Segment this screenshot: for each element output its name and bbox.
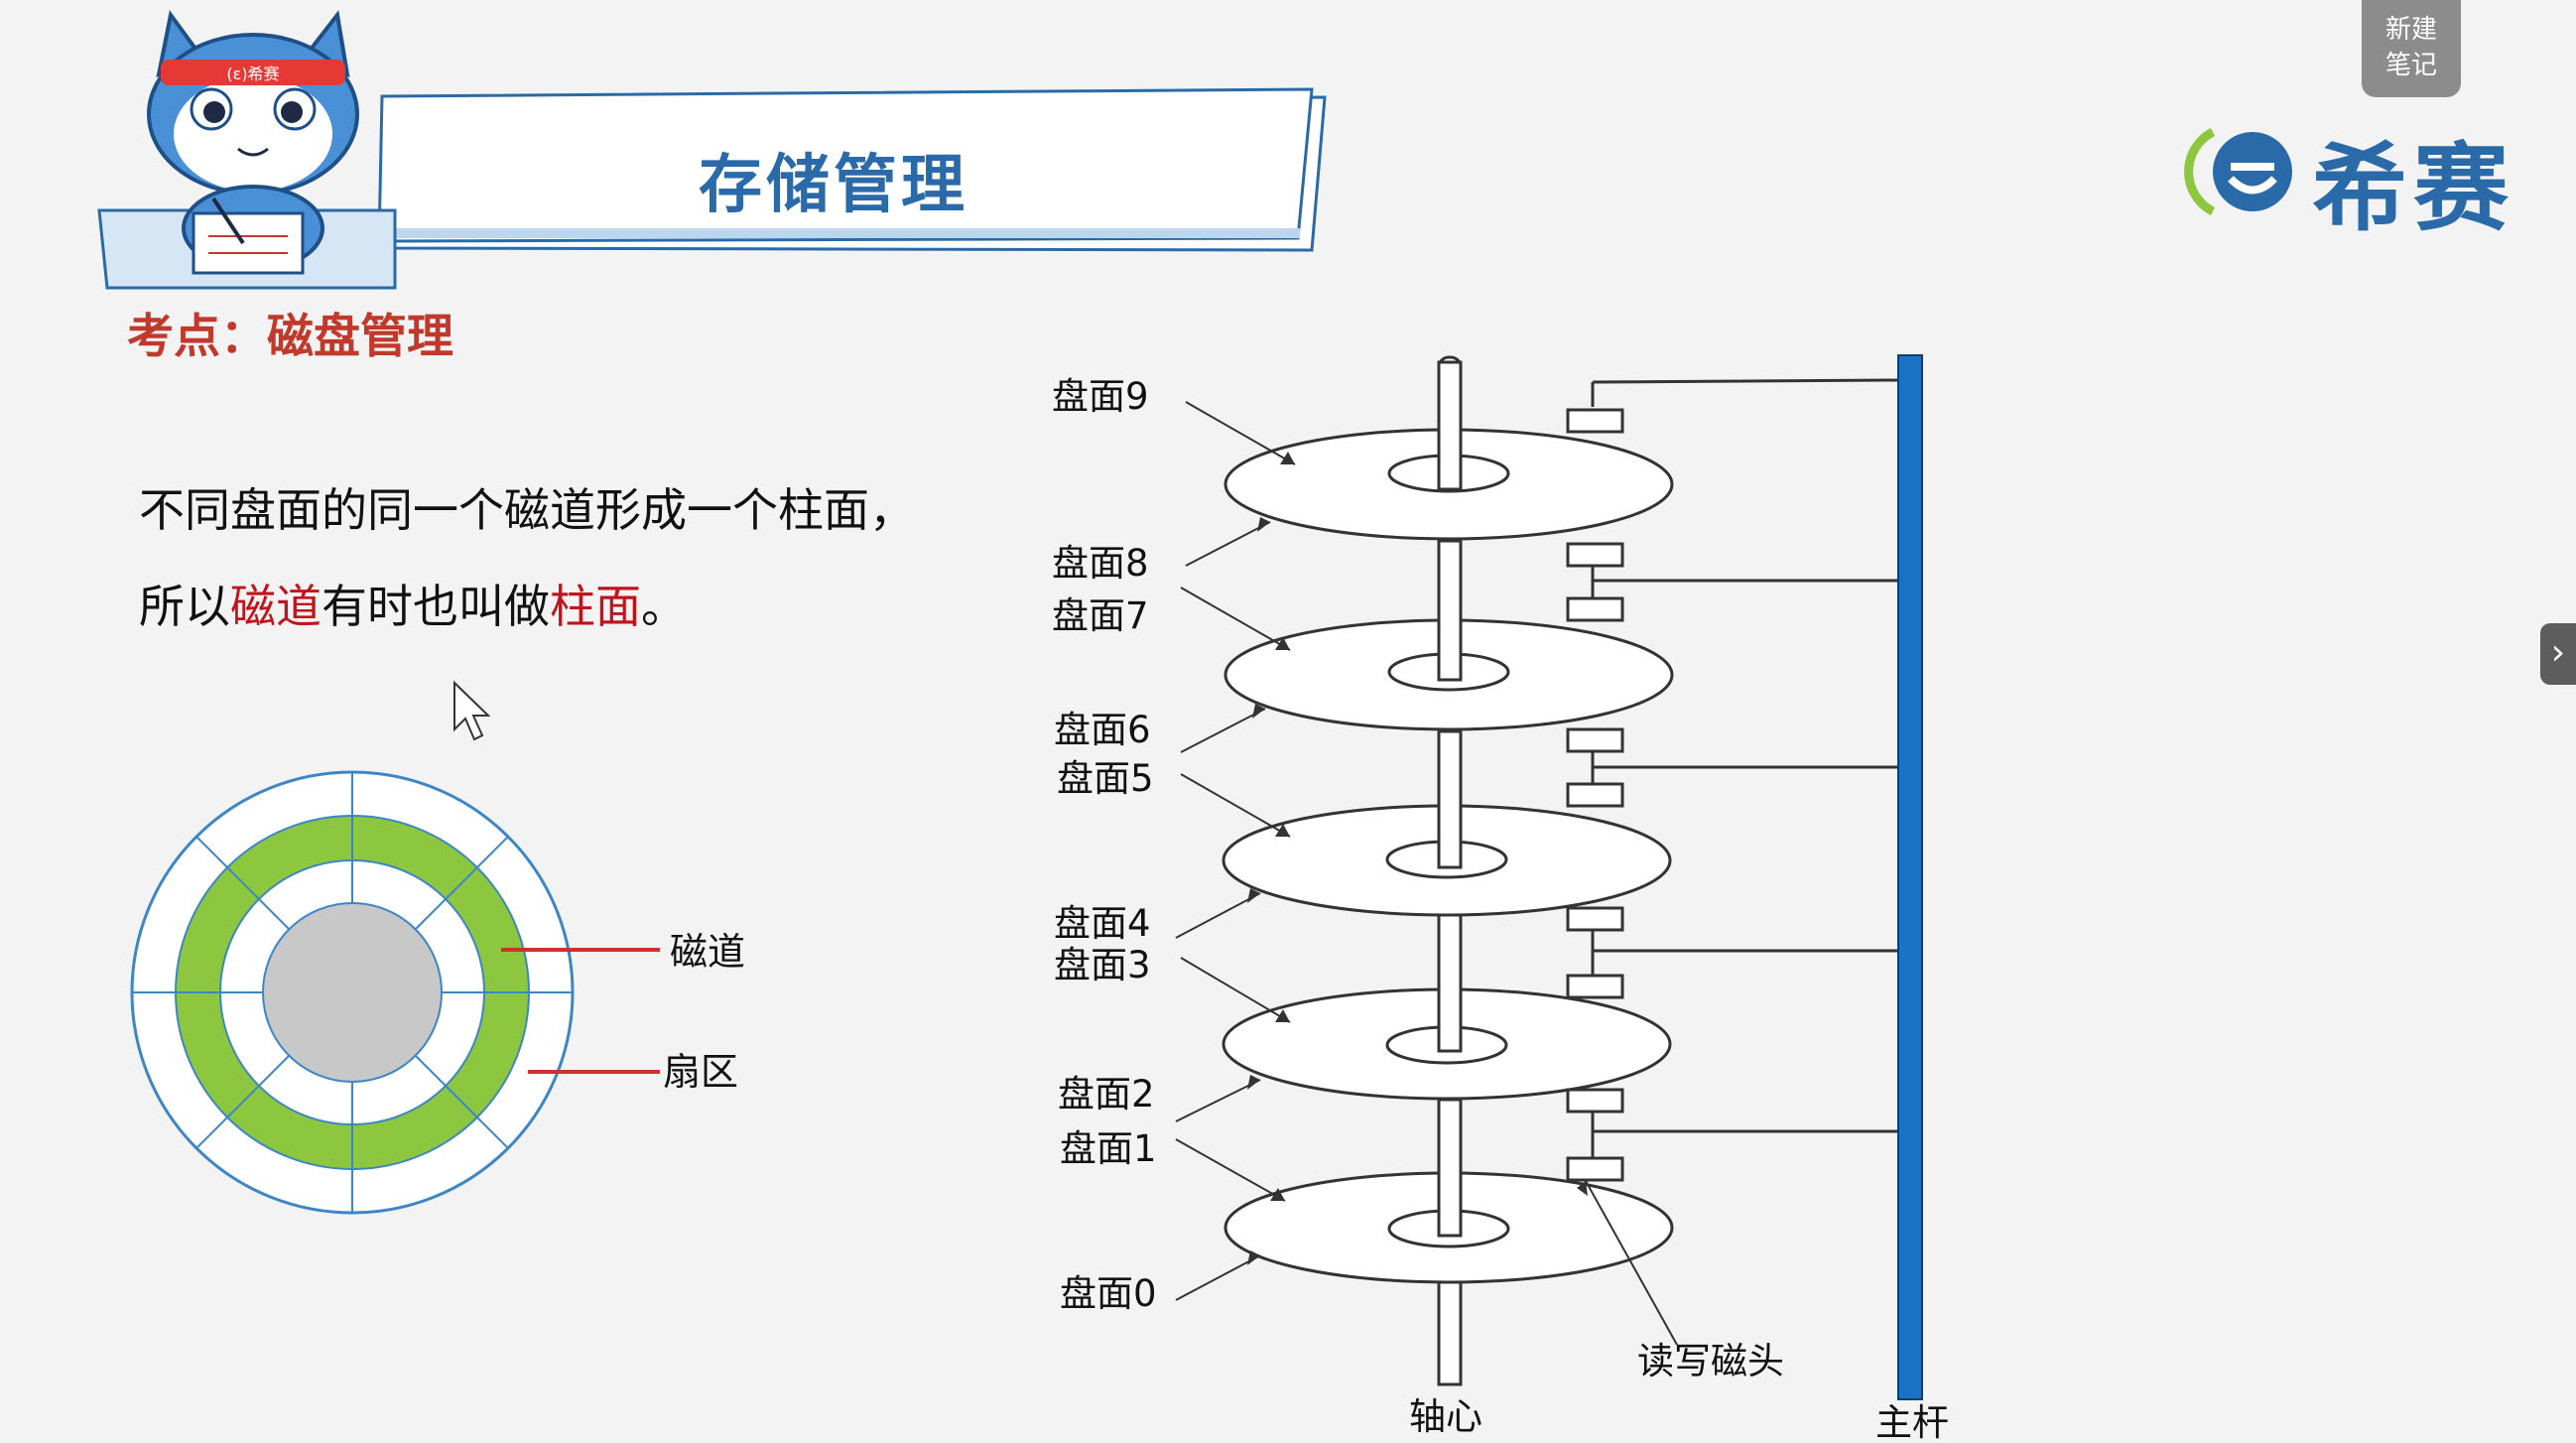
body-text: 。 (641, 580, 687, 633)
body-text: 有时也叫做 (322, 580, 550, 633)
chevron-right-icon[interactable]: › (2540, 623, 2576, 685)
track-sector-diagram: 磁道 扇区 (130, 770, 745, 1215)
mascot-cat: (ε)希赛 (147, 10, 359, 275)
topic-heading: 考点：磁盘管理 (127, 310, 453, 364)
platter (1224, 539, 1674, 731)
surface-label-3: 盘面3 (1054, 944, 1151, 986)
sector-label: 扇区 (663, 1050, 738, 1094)
title-banner: (ε)希赛 (97, 10, 1327, 290)
highlight-cylinder: 柱面 (550, 580, 641, 633)
cursor-icon (453, 680, 491, 741)
body-line-1: 不同盘面的同一个磁道形成一个柱面， (139, 483, 915, 537)
mascot-band-text: (ε)希赛 (226, 65, 279, 83)
platter (1224, 360, 1674, 541)
read-write-heads (1566, 378, 1901, 1182)
surface-label-5: 盘面5 (1057, 757, 1154, 800)
logo-icon (2184, 128, 2292, 215)
surface-label-6: 盘面6 (1054, 709, 1151, 751)
surface-label-0: 盘面0 (1060, 1272, 1157, 1315)
surface-label-2: 盘面2 (1058, 1073, 1155, 1115)
platter (1222, 729, 1672, 917)
surface-label-8: 盘面8 (1052, 542, 1149, 585)
surface-label-4: 盘面4 (1054, 902, 1151, 945)
disk-stack-diagram: 盘面9 盘面8 盘面7 盘面6 盘面5 盘面4 盘面3 盘面2 盘面1 盘面0 … (1052, 354, 1949, 1443)
track-label: 磁道 (670, 930, 745, 974)
new-note-label-1: 新建 (2384, 15, 2437, 45)
new-note-button[interactable]: 新建 笔记 (2362, 0, 2461, 97)
new-note-label-2: 笔记 (2384, 51, 2437, 80)
body-text: 所以 (139, 580, 230, 633)
highlight-track: 磁道 (230, 580, 322, 633)
surface-label-7: 盘面7 (1052, 594, 1149, 637)
surface-label-9: 盘面9 (1052, 375, 1149, 418)
body-line-2: 所以磁道有时也叫做柱面。 (139, 571, 687, 636)
slide-title: 存储管理 (699, 149, 968, 222)
spindle-label: 轴心 (1409, 1395, 1482, 1438)
logo-text: 希赛 (2312, 133, 2514, 244)
arm-label: 主杆 (1875, 1401, 1949, 1443)
head-label: 读写磁头 (1637, 1340, 1784, 1382)
platter (1222, 913, 1672, 1101)
platter (1224, 1098, 1674, 1386)
surface-label-1: 盘面1 (1060, 1127, 1157, 1170)
main-arm (1897, 354, 1923, 1400)
